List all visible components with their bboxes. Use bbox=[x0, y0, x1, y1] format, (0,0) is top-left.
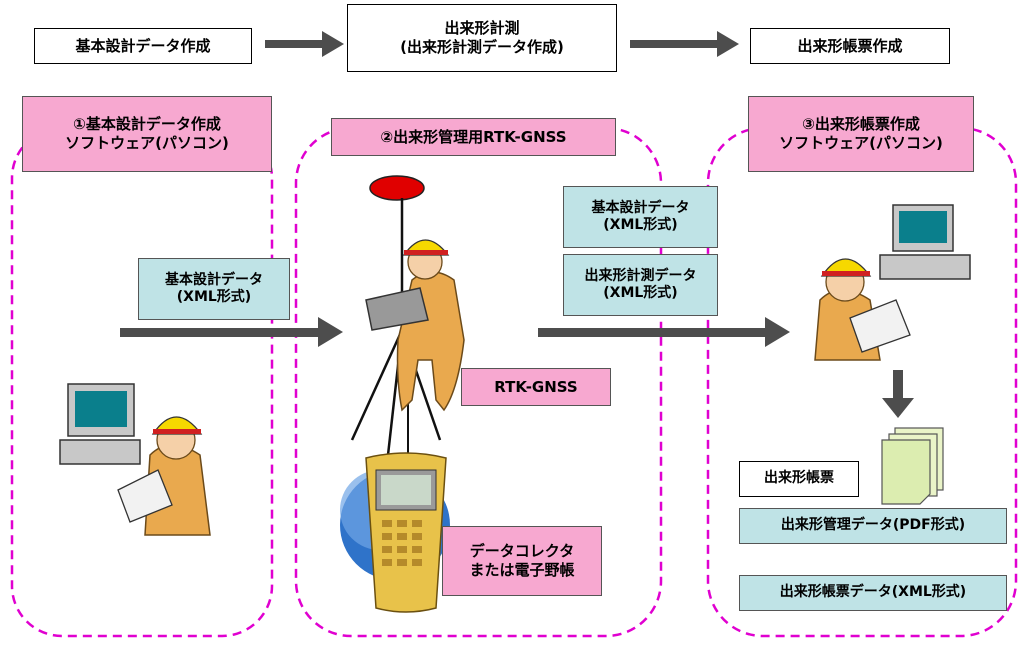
data-arrow-1 bbox=[120, 317, 343, 347]
basic-design-data-label-right-line1: 基本設計データ bbox=[591, 199, 690, 216]
section3-border bbox=[706, 126, 1018, 638]
report-output-title-text: 出来形帳票 bbox=[764, 470, 834, 487]
pdf-output-label-text: 出来形管理データ(PDF形式) bbox=[780, 517, 966, 534]
basic-design-data-label-left-line2: (XML形式) bbox=[176, 289, 252, 305]
rtk-gnss-label: RTK-GNSS bbox=[461, 368, 611, 406]
data-collector-illustration bbox=[340, 452, 450, 613]
basic-design-data-label-left: 基本設計データ (XML形式) bbox=[138, 258, 290, 320]
section3-header: ③出来形帳票作成 ソフトウェア(パソコン) bbox=[748, 96, 974, 172]
flow-step-basic-design-label: 基本設計データ作成 bbox=[75, 36, 211, 55]
rtk-gnss-illustration bbox=[350, 175, 465, 470]
xml-output-label-text: 出来形帳票データ(XML形式) bbox=[779, 584, 967, 601]
measurement-data-label-line2: (XML形式) bbox=[603, 285, 678, 301]
basic-design-data-label-left-line1: 基本設計データ bbox=[165, 271, 263, 288]
measurement-data-label-line1: 出来形計測データ bbox=[584, 267, 697, 284]
pdf-output-label: 出来形管理データ(PDF形式) bbox=[739, 508, 1007, 544]
flow-arrow-1 bbox=[265, 31, 344, 57]
section3-header-line2: ソフトウェア(パソコン) bbox=[779, 134, 943, 152]
rtk-gnss-label-text: RTK-GNSS bbox=[494, 377, 578, 396]
report-output-title: 出来形帳票 bbox=[739, 461, 859, 497]
section3-header-line1: ③出来形帳票作成 bbox=[802, 115, 920, 134]
data-collector-label-line1: データコレクタ bbox=[469, 542, 575, 561]
section1-header-line2: ソフトウェア(パソコン) bbox=[65, 134, 229, 152]
xml-output-label: 出来形帳票データ(XML形式) bbox=[739, 575, 1007, 611]
flow-step-basic-design: 基本設計データ作成 bbox=[34, 28, 252, 64]
flow-arrow-2 bbox=[630, 31, 739, 57]
flow-step-report: 出来形帳票作成 bbox=[750, 28, 950, 64]
section1-border bbox=[10, 126, 274, 638]
flow-step-measurement-line1: 出来形計測 bbox=[444, 19, 520, 38]
flow-step-measurement-line2: (出来形計測データ作成) bbox=[400, 38, 564, 56]
data-arrow-2 bbox=[538, 317, 790, 347]
flow-step-report-label: 出来形帳票作成 bbox=[797, 36, 903, 55]
down-arrow bbox=[882, 370, 914, 418]
section1-header-line1: ①基本設計データ作成 bbox=[73, 115, 221, 134]
pc-worker-right-illustration bbox=[814, 204, 971, 361]
document-stack-icon bbox=[881, 427, 944, 505]
section2-header: ②出来形管理用RTK-GNSS bbox=[331, 118, 616, 156]
data-collector-label-line2: または電子野帳 bbox=[469, 561, 575, 579]
data-collector-label: データコレクタ または電子野帳 bbox=[442, 526, 602, 596]
section1-header: ①基本設計データ作成 ソフトウェア(パソコン) bbox=[22, 96, 272, 172]
section2-header-label: ②出来形管理用RTK-GNSS bbox=[380, 127, 567, 146]
measurement-data-label: 出来形計測データ (XML形式) bbox=[563, 254, 718, 316]
flow-step-measurement: 出来形計測 (出来形計測データ作成) bbox=[347, 4, 617, 72]
basic-design-data-label-right: 基本設計データ (XML形式) bbox=[563, 186, 718, 248]
basic-design-data-label-right-line2: (XML形式) bbox=[603, 217, 678, 233]
pc-worker-left-illustration bbox=[59, 383, 211, 536]
